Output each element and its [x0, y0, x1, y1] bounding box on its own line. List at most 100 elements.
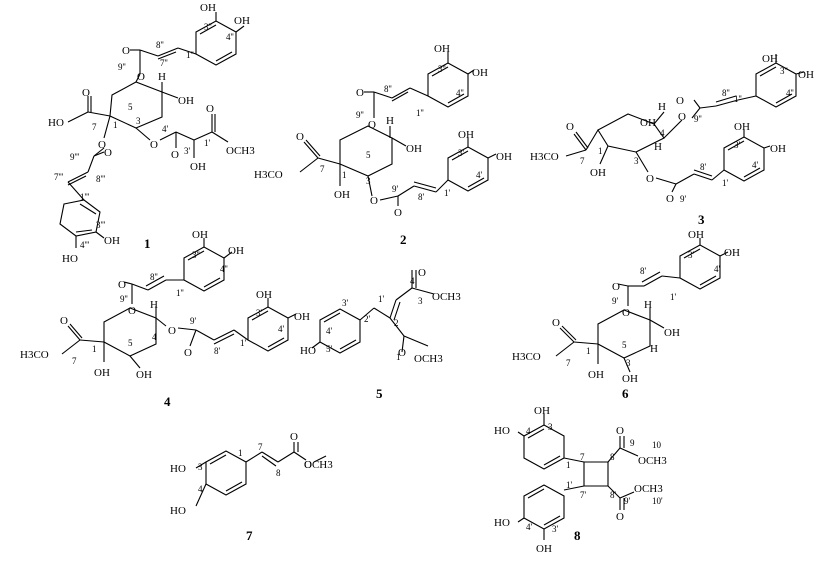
compound-8-label: HO: [494, 425, 510, 437]
compound-8-label: 1: [566, 460, 571, 470]
compound-7-label: 1: [238, 448, 243, 458]
compound-8-label: 9: [630, 438, 635, 448]
compound-4-label: 8': [214, 346, 221, 356]
compound-5-label: HO: [300, 345, 316, 357]
compound-7-label: 7: [258, 442, 263, 452]
compound-3-label: OH: [770, 143, 786, 155]
compound-1-label: O: [82, 87, 90, 99]
compound-1-label: OH: [200, 2, 216, 14]
compound-1-label: H: [158, 71, 166, 83]
compound-6-label: 8': [640, 266, 647, 276]
compound-7-label: HO: [170, 505, 186, 517]
compound-3-label: OH: [798, 69, 814, 81]
compound-7-label: 4: [198, 484, 203, 494]
compound-3-label: OH: [734, 121, 750, 133]
compound-1-label: O: [206, 103, 214, 115]
compound-1-label: 4''': [80, 240, 90, 250]
compound-1-number: 1: [144, 236, 151, 251]
compound-6-label: O: [552, 317, 560, 329]
compound-2-label: H3CO: [254, 169, 283, 181]
compound-6-label: OH: [664, 327, 680, 339]
compound-1-label: 9''': [70, 152, 80, 162]
compound-2-label: 1: [342, 170, 347, 180]
compound-2-label: 3': [458, 148, 465, 158]
compound-3-label: 8': [700, 162, 707, 172]
compound-8-label: 7: [580, 452, 585, 462]
compound-7-label: 8: [276, 468, 281, 478]
compound-4-label: O: [118, 279, 126, 291]
compound-4-label: O: [184, 347, 192, 359]
compound-5-label: 2': [364, 314, 371, 324]
compound-3-label: 1'': [734, 94, 742, 104]
compound-8-label: 1': [566, 480, 573, 490]
compound-2-label: 9'': [356, 110, 364, 120]
compound-8-label: 4: [526, 426, 531, 436]
compound-3-label: H: [658, 101, 666, 113]
compound-6-label: 4': [714, 264, 721, 274]
compound-2-label: OH: [458, 129, 474, 141]
compound-1-label: 9'': [118, 62, 126, 72]
compound-3-label: 3: [634, 156, 639, 166]
compound-6-label: H3CO: [512, 351, 541, 363]
compound-8-label: 10': [652, 496, 663, 506]
compound-1-label: OH: [104, 235, 120, 247]
compound-3-label: O: [566, 121, 574, 133]
compound-6-label: OH: [588, 369, 604, 381]
compound-1-label: 3'': [204, 22, 212, 32]
compound-1-label: OCH3: [226, 145, 255, 157]
compound-4-label: 7: [72, 356, 77, 366]
compound-3-label: OH: [590, 167, 606, 179]
compound-1-label: O: [171, 149, 179, 161]
compound-8-label: HO: [494, 517, 510, 529]
compound-1-label: 3': [184, 146, 191, 156]
compound-1-label: 4': [162, 124, 169, 134]
compound-6-structure: OH OH 3' 4' 8' O 9' 1' O H OH O H3CO 7 1…: [512, 229, 740, 401]
compound-3-number: 3: [698, 212, 705, 227]
compound-1-label: 1''': [80, 192, 90, 202]
compound-6-label: 7: [566, 358, 571, 368]
compound-2-label: O: [368, 119, 376, 131]
compound-1-label: 4'': [226, 32, 234, 42]
compound-5-label: 1: [396, 352, 401, 362]
compound-3-label: O: [678, 111, 686, 123]
compound-8-label: 3': [552, 524, 559, 534]
compound-1-label: 7'': [160, 58, 168, 68]
compound-3-label: 4: [660, 128, 665, 138]
compound-1-structure: OH OH 3'' 4'' 8'' O 9'' O 7'' 1'' OH H H…: [48, 2, 255, 265]
compound-7-label: HO: [170, 463, 186, 475]
compound-6-label: H: [650, 343, 658, 355]
compound-2-label: OH: [496, 151, 512, 163]
compound-2-label: OH: [472, 67, 488, 79]
compound-4-label: 1: [92, 344, 97, 354]
compound-5-label: 4: [410, 276, 415, 286]
compound-8-label: 8': [610, 490, 617, 500]
compound-5-label: 4': [326, 326, 333, 336]
compound-5-label: 5': [326, 344, 333, 354]
compound-2-label: 8': [418, 192, 425, 202]
compound-4-label: 4: [152, 332, 157, 342]
compound-4-label: OH: [256, 289, 272, 301]
compound-3-label: H: [654, 141, 662, 153]
compound-7-number: 7: [246, 528, 253, 543]
compound-4-label: OH: [294, 311, 310, 323]
compound-3-label: O: [646, 173, 654, 185]
compound-4-label: H3CO: [20, 349, 49, 361]
compound-1-label: 1'': [186, 50, 194, 60]
compound-8-label: OCH3: [638, 455, 667, 467]
compound-1-label: 3: [136, 116, 141, 126]
compound-5-structure: O 4 OCH3 3' 1' 3 2' 4' 2 HO 5' 1 O OCH3 …: [300, 267, 461, 401]
compound-4-label: 1': [240, 338, 247, 348]
compound-6-label: 1': [670, 292, 677, 302]
compound-1-label: O: [137, 71, 145, 83]
compound-2-label: 7: [320, 164, 325, 174]
compound-1-label: OH: [178, 95, 194, 107]
compound-6-label: OH: [688, 229, 704, 241]
compound-2-label: OH: [434, 43, 450, 55]
compound-1-label: O: [98, 139, 106, 151]
compound-6-label: 9': [612, 296, 619, 306]
compound-1-label: OH: [190, 161, 206, 173]
compound-3-label: OH: [640, 117, 656, 129]
compound-5-label: 3': [342, 298, 349, 308]
compound-5-label: O: [398, 347, 406, 359]
compound-6-label: 1: [586, 346, 591, 356]
